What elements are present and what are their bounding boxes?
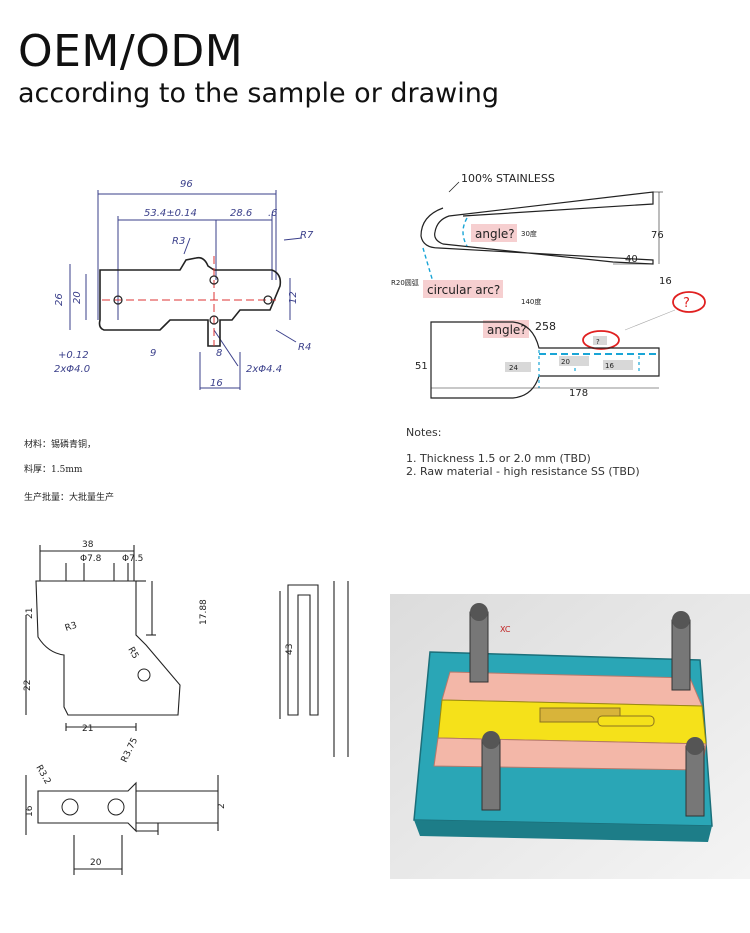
dim-28: 28.6 (230, 208, 252, 219)
dim-r3: R3 (172, 236, 185, 247)
question-arc: circular arc? (427, 283, 500, 297)
note-thickness: 料厚：1.5mm (24, 465, 83, 475)
bracket-drawing: 96 53.4±0.14 28.6 .6 R3 R7 R4 26 20 12 +… (54, 179, 314, 390)
dim-6: .6 (268, 208, 278, 219)
dim-r32: R3.2 (33, 764, 52, 787)
dim-78: Φ7.8 (80, 554, 102, 564)
dim-16: 16 (25, 805, 35, 817)
mold-3d-render: XC (390, 594, 750, 879)
dim-16: 16 (659, 276, 672, 287)
dim-16: 16 (210, 378, 223, 389)
label-r20: R20圆弧 (391, 278, 419, 287)
dim-20: 20 (90, 858, 102, 868)
label-140deg: 140度 (521, 297, 541, 306)
axis-label: XC (500, 625, 511, 634)
dim-20: 20 (72, 291, 83, 304)
dim-12: 12 (288, 291, 299, 304)
dim-38: 38 (82, 540, 94, 550)
page-title: OEM/ODM (18, 26, 244, 77)
dim-16b: 16 (605, 362, 614, 370)
dim-22: 22 (23, 680, 33, 691)
question-mark-big: ? (683, 296, 690, 311)
dim-53: 53.4±0.14 (144, 208, 197, 219)
dim-r3: R3 (64, 621, 78, 634)
dim-8: 8 (216, 348, 222, 359)
page-subtitle: according to the sample or drawing (18, 78, 500, 109)
dim-76: 76 (651, 230, 664, 241)
dim-26: 26 (54, 293, 65, 306)
dim-21: 21 (25, 608, 35, 619)
note-material: 材料：锡磷青铜， (24, 440, 97, 450)
note-2: 2. Raw material - high resistance SS (TB… (406, 465, 640, 478)
dim-9: 9 (150, 348, 156, 359)
question-angle-1: angle? (475, 227, 515, 241)
note-batch: 生产批量：大批量生产 (24, 493, 115, 503)
dim-r5: R5 (125, 646, 140, 661)
dim-75: Φ7.5 (122, 554, 143, 564)
dim-24: 24 (509, 364, 518, 372)
tweezer-drawing: 100% STAINLESS angle? 30度 76 40 16 R20圆弧… (363, 152, 749, 502)
question-mark-small: ? (596, 338, 600, 346)
dim-258: 258 (535, 320, 556, 333)
dim-r375: R3.75 (120, 736, 141, 764)
question-angle-2: angle? (487, 323, 527, 337)
dim-20: 20 (561, 358, 570, 366)
dim-r7: R7 (300, 230, 314, 241)
dim-51: 51 (415, 361, 428, 372)
dim-21b: 21 (82, 724, 93, 734)
dim-1788: 17.88 (199, 599, 209, 625)
notes-title: Notes: (406, 426, 442, 439)
dim-96: 96 (180, 179, 193, 190)
dim-178: 178 (569, 388, 588, 399)
bent-part-drawing: 38 Φ7.8 Φ7.5 21 R3 17.88 43 22 21 R5 R3.… (23, 540, 349, 875)
dim-tol: +0.12 (58, 350, 89, 361)
dim-hole2: 2xΦ4.4 (246, 364, 282, 375)
dim-43: 43 (285, 644, 295, 655)
material-label: 100% STAINLESS (461, 172, 555, 185)
note-1: 1. Thickness 1.5 or 2.0 mm (TBD) (406, 452, 591, 465)
dim-40: 40 (625, 254, 638, 265)
dim-r4: R4 (298, 342, 311, 353)
dim-hole1: 2xΦ4.0 (54, 364, 90, 375)
label-30deg: 30度 (521, 229, 537, 238)
dim-2: 2 (217, 803, 227, 809)
